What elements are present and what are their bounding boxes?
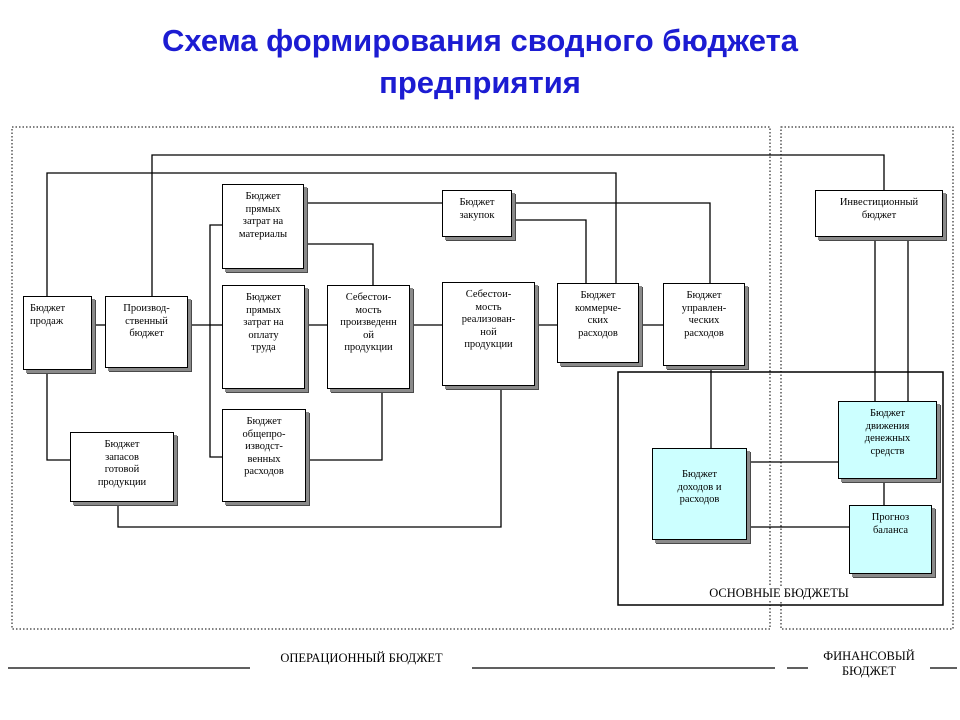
line-purchases-commercial (512, 219, 587, 283)
cost-sold-box: Себестои- мость реализован- ной продукци… (442, 282, 535, 386)
labor-budget-box: Бюджет прямых затрат на оплату труда (222, 285, 305, 389)
connector-lines (46, 154, 909, 528)
operational-region-frame (11, 126, 771, 630)
materials-budget-box: Бюджет прямых затрат на материалы (222, 184, 304, 269)
main-budgets-frame (617, 371, 944, 606)
line-sales-inventory (46, 370, 70, 461)
line-materials-cost (304, 243, 374, 285)
operational-budget-label: ОПЕРАЦИОННЫЙ БЮДЖЕТ (254, 651, 469, 666)
investment-budget-box: Инвестиционный бюджет (815, 190, 943, 237)
line-overhead-cost (306, 393, 383, 461)
admin-expenses-box: Бюджет управлен- ческих расходов (663, 283, 745, 366)
sales-budget-box: Бюджет продаж (23, 296, 92, 370)
title-line-1: Схема формирования сводного бюджета (162, 23, 798, 58)
financial-budget-label: ФИНАНСОВЫЙ БЮДЖЕТ (808, 649, 930, 679)
title-line-2: предприятия (379, 65, 581, 100)
bracket-direct-costs (209, 224, 222, 458)
production-budget-box: Производ- ственный бюджет (105, 296, 188, 368)
purchases-budget-box: Бюджет закупок (442, 190, 512, 237)
cash-flow-budget-box: Бюджет движения денежных средств (838, 401, 937, 479)
line-inventory-costsold (117, 390, 502, 528)
page-title: Схема формирования сводного бюджета пред… (0, 20, 960, 104)
overhead-budget-box: Бюджет общепро- изводст- венных расходов (222, 409, 306, 502)
line-sales-commercial (46, 172, 617, 296)
line-production-investment (151, 154, 885, 298)
cost-produced-box: Себестои- мость произведенн ой продукции (327, 285, 410, 389)
main-budgets-label: ОСНОВНЫЕ БЮДЖЕТЫ (684, 586, 874, 601)
income-expense-budget-box: Бюджет доходов и расходов (652, 448, 747, 540)
balance-forecast-box: Прогноз баланса (849, 505, 932, 574)
financial-region-frame (780, 126, 954, 630)
commercial-expenses-box: Бюджет коммерче- ских расходов (557, 283, 639, 363)
line-purchases-admin (512, 202, 711, 283)
inventory-budget-box: Бюджет запасов готовой продукции (70, 432, 174, 502)
